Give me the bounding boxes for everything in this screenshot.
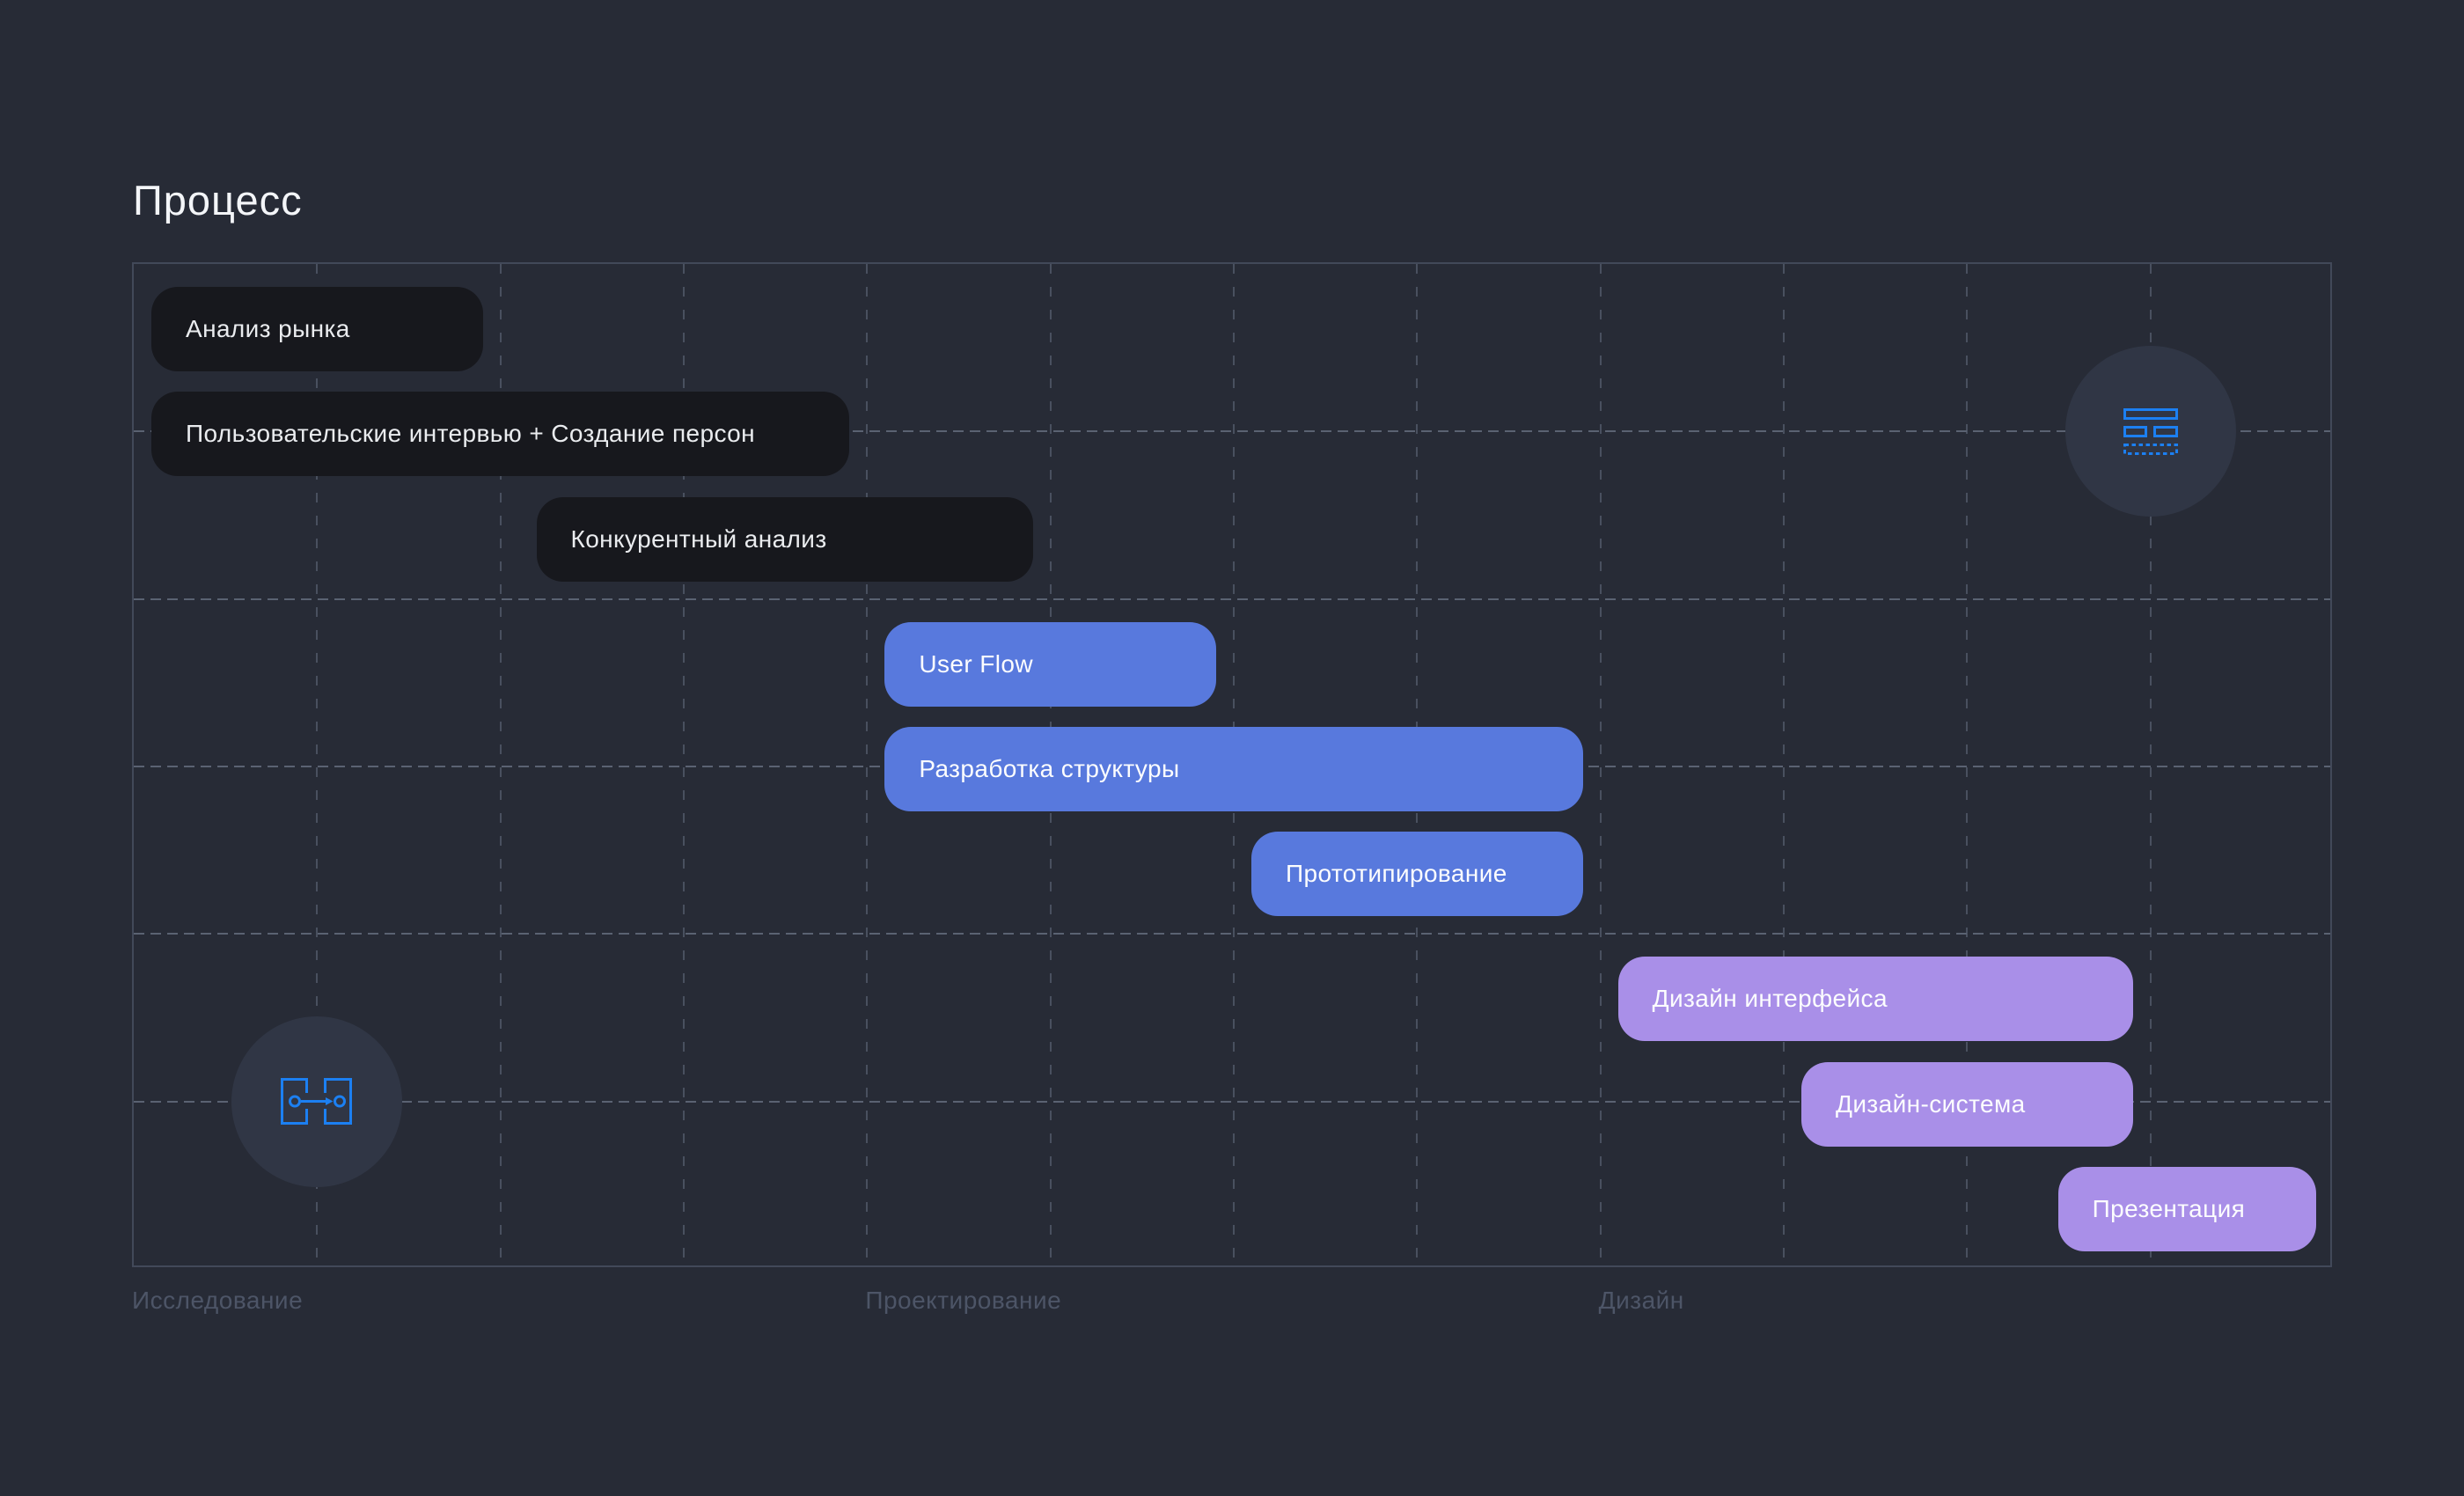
task-bar: Разработка структуры	[884, 726, 1583, 811]
task-bar-label: Анализ рынка	[186, 315, 350, 342]
task-bar-label: Разработка структуры	[919, 754, 1180, 782]
task-bar-label: Конкурентный анализ	[570, 524, 827, 553]
decorative-circle-top-right	[2064, 346, 2236, 517]
task-bar-label: Пользовательские интервью + Создание пер…	[186, 420, 755, 448]
grid-line-vertical	[499, 264, 502, 1265]
task-bar: User Flow	[884, 621, 1216, 707]
grid-line-vertical	[2149, 264, 2152, 1265]
grid-line-horizontal	[134, 598, 2330, 600]
task-bar-label: Дизайн интерфейса	[1652, 985, 1888, 1013]
task-bar: Конкурентный анализ	[536, 496, 1033, 582]
task-bar: Презентация	[2057, 1166, 2316, 1251]
grid-line-vertical	[1783, 264, 1785, 1265]
user-flow-icon	[281, 1078, 353, 1126]
task-bar: Дизайн интерфейса	[1617, 957, 2133, 1042]
grid-line-vertical	[683, 264, 685, 1265]
grid-line-horizontal	[134, 1100, 2330, 1103]
task-bar-label: Дизайн-система	[1836, 1089, 2026, 1118]
grid-line-horizontal	[134, 933, 2330, 935]
task-bar-label: User Flow	[919, 649, 1033, 678]
grid-line-vertical	[866, 264, 869, 1265]
grid-line-horizontal	[134, 430, 2330, 433]
phase-axis-label: Проектирование	[865, 1287, 1062, 1314]
phase-axis-label: Дизайн	[1598, 1287, 1684, 1314]
grid-line-vertical	[316, 264, 319, 1265]
wireframe-layout-icon	[2123, 407, 2178, 455]
task-bar: Дизайн-система	[1801, 1061, 2133, 1147]
task-bar: Прототипирование	[1251, 832, 1583, 917]
grid-line-vertical	[1599, 264, 1602, 1265]
decorative-circle-bottom-left	[231, 1016, 403, 1187]
task-bar: Анализ рынка	[151, 287, 483, 371]
phase-axis-label: Исследование	[132, 1287, 304, 1314]
task-bar-label: Презентация	[2092, 1194, 2246, 1222]
grid-line-vertical	[1966, 264, 1969, 1265]
task-bar: Пользовательские интервью + Создание пер…	[151, 392, 850, 477]
page-title: Процесс	[133, 177, 303, 224]
task-bar-label: Прототипирование	[1286, 860, 1507, 888]
